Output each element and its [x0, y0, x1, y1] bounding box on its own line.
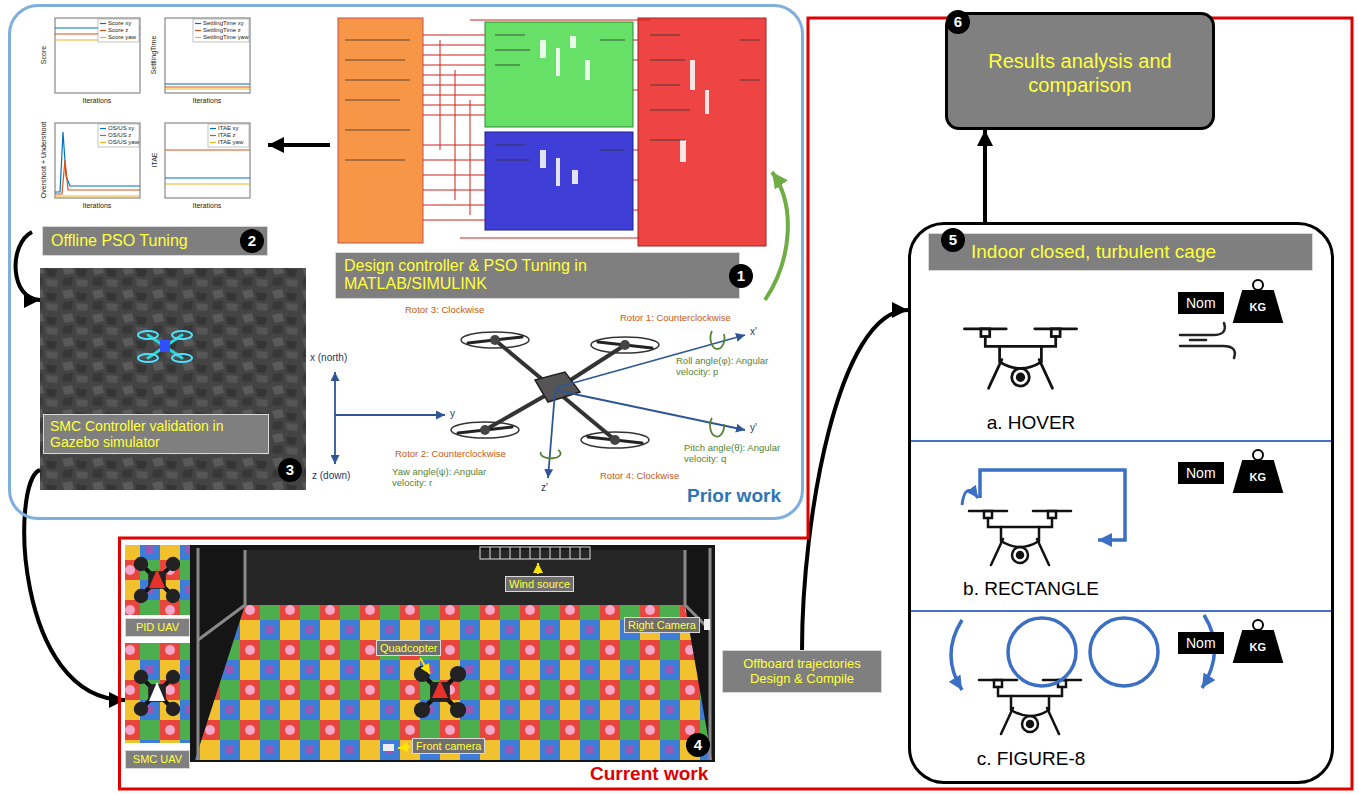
weight-tag: KG — [1250, 641, 1267, 653]
chart-legend-entry: Score xy — [108, 20, 131, 27]
angle-label: Roll angle(φ): Angular velocity: p — [676, 355, 784, 377]
axis-label: ITAE — [150, 152, 158, 167]
rotor-label: Rotor 1: Counterclockwise — [620, 312, 731, 323]
weight-tag: KG — [1250, 301, 1267, 313]
rotor-label: Rotor 3: Clockwise — [405, 304, 484, 315]
node-label: SMC UAV — [125, 750, 190, 769]
callout-number: 5 — [941, 228, 965, 252]
nominal-tag: Nom — [1178, 632, 1224, 654]
callout-number: 2 — [240, 229, 264, 253]
photo-callout: Quadcopter — [376, 640, 441, 656]
weight-tag: KG — [1250, 471, 1267, 483]
chart-legend-entry: ITAE yaw — [218, 139, 243, 146]
region-outline-path — [120, 18, 1353, 789]
flow-arrow — [268, 143, 330, 147]
process-box: Design controller & PSO Tuning in MATLAB… — [330, 10, 772, 302]
photo-callout: Front camera — [412, 738, 485, 754]
photo-callout: Right Camera — [624, 617, 700, 633]
axis-label: SettlingTime — [150, 36, 158, 75]
axis-label: Score — [40, 46, 48, 64]
callout-number: 4 — [686, 733, 710, 757]
flow-arrow — [802, 310, 908, 650]
axis-name: x' — [750, 326, 757, 338]
photo-inset: SMC UAV — [125, 643, 190, 773]
axis-name: z (down) — [312, 470, 350, 482]
process-box: SMC Controller validation in Gazebo simu… — [40, 268, 306, 490]
chart-legend-entry: OS/US yaw — [108, 139, 139, 146]
chart-legend-entry: OS/US z — [108, 132, 131, 139]
chart-legend-entry: ITAE xy — [218, 125, 239, 132]
axis-name: z' — [541, 482, 548, 494]
callout-number: 1 — [729, 264, 753, 288]
node-label: SMC Controller validation in Gazebo simu… — [43, 414, 269, 454]
flow-arrow — [983, 130, 987, 222]
node-label: Results analysis and comparison — [974, 49, 1186, 97]
axis-name: y — [450, 408, 455, 420]
chart-legend-entry: ITAE z — [218, 132, 236, 139]
flow-arrow — [24, 470, 125, 700]
scenario-row: c. FIGURE-8 — [911, 610, 1331, 780]
angle-label: Pitch angle(θ): Angular velocity: q — [684, 442, 792, 464]
rotor-label: Rotor 2: Counterclockwise — [395, 448, 506, 459]
callout-number: 6 — [946, 10, 970, 34]
scenario-panel: Indoor closed, turbulent cage a. HOVER b. … — [908, 222, 1334, 784]
scenario-row: b. RECTANGLE — [911, 440, 1331, 610]
region-panel: Current work PID UAV SMC UAV Offboard traje… — [118, 15, 1354, 791]
chart-legend-entry: SettlingTime xy — [203, 20, 244, 27]
flow-arrow — [16, 232, 40, 300]
node-label: Offline PSO Tuning — [42, 226, 268, 256]
chart-legend-entry: SettlingTime yaw — [203, 34, 248, 41]
chart-legend-entry: OS/US xy — [108, 125, 134, 132]
result-box: Results analysis and comparison — [945, 12, 1215, 130]
node-label: a. HOVER — [931, 412, 1131, 434]
node-label: b. RECTANGLE — [931, 578, 1131, 600]
process-box: Offboard trajectories Design & Compile — [722, 650, 882, 693]
chart-legend-entry: Score z — [108, 27, 128, 34]
nominal-tag: Nom — [1178, 292, 1224, 314]
node-label: Indoor closed, turbulent cage — [928, 233, 1313, 271]
nominal-tag: Nom — [1178, 462, 1224, 484]
node-label: Design controller & PSO Tuning in MATLAB… — [335, 252, 740, 299]
axis-label: Iterations — [193, 202, 222, 210]
callout-number: 3 — [278, 458, 302, 482]
node-label: Current work — [590, 763, 708, 785]
axis-name: x (north) — [310, 352, 347, 364]
rotor-label: Rotor 4: Clockwise — [600, 470, 679, 481]
scenario-row: a. HOVER — [911, 272, 1331, 440]
axis-name: y' — [750, 422, 757, 434]
angle-label: Yaw angle(ψ): Angular velocity: r — [392, 466, 500, 488]
node-label: c. FIGURE-8 — [931, 748, 1131, 770]
axis-label: Iterations — [193, 97, 222, 105]
axis-label: Overshoot + Undershoot — [40, 122, 48, 198]
node-label: Prior work — [687, 485, 781, 507]
axis-label: Iterations — [83, 202, 112, 210]
node-label: PID UAV — [125, 618, 190, 637]
chart-legend-entry: Score yaw — [108, 34, 136, 41]
axis-label: Iterations — [83, 97, 112, 105]
photo-callout: Wind source — [505, 576, 574, 592]
node-label: Offboard trajectories Design & Compile — [729, 656, 875, 686]
chart-legend-entry: SettlingTime z — [203, 27, 241, 34]
photo-inset: PID UAV — [125, 545, 190, 640]
